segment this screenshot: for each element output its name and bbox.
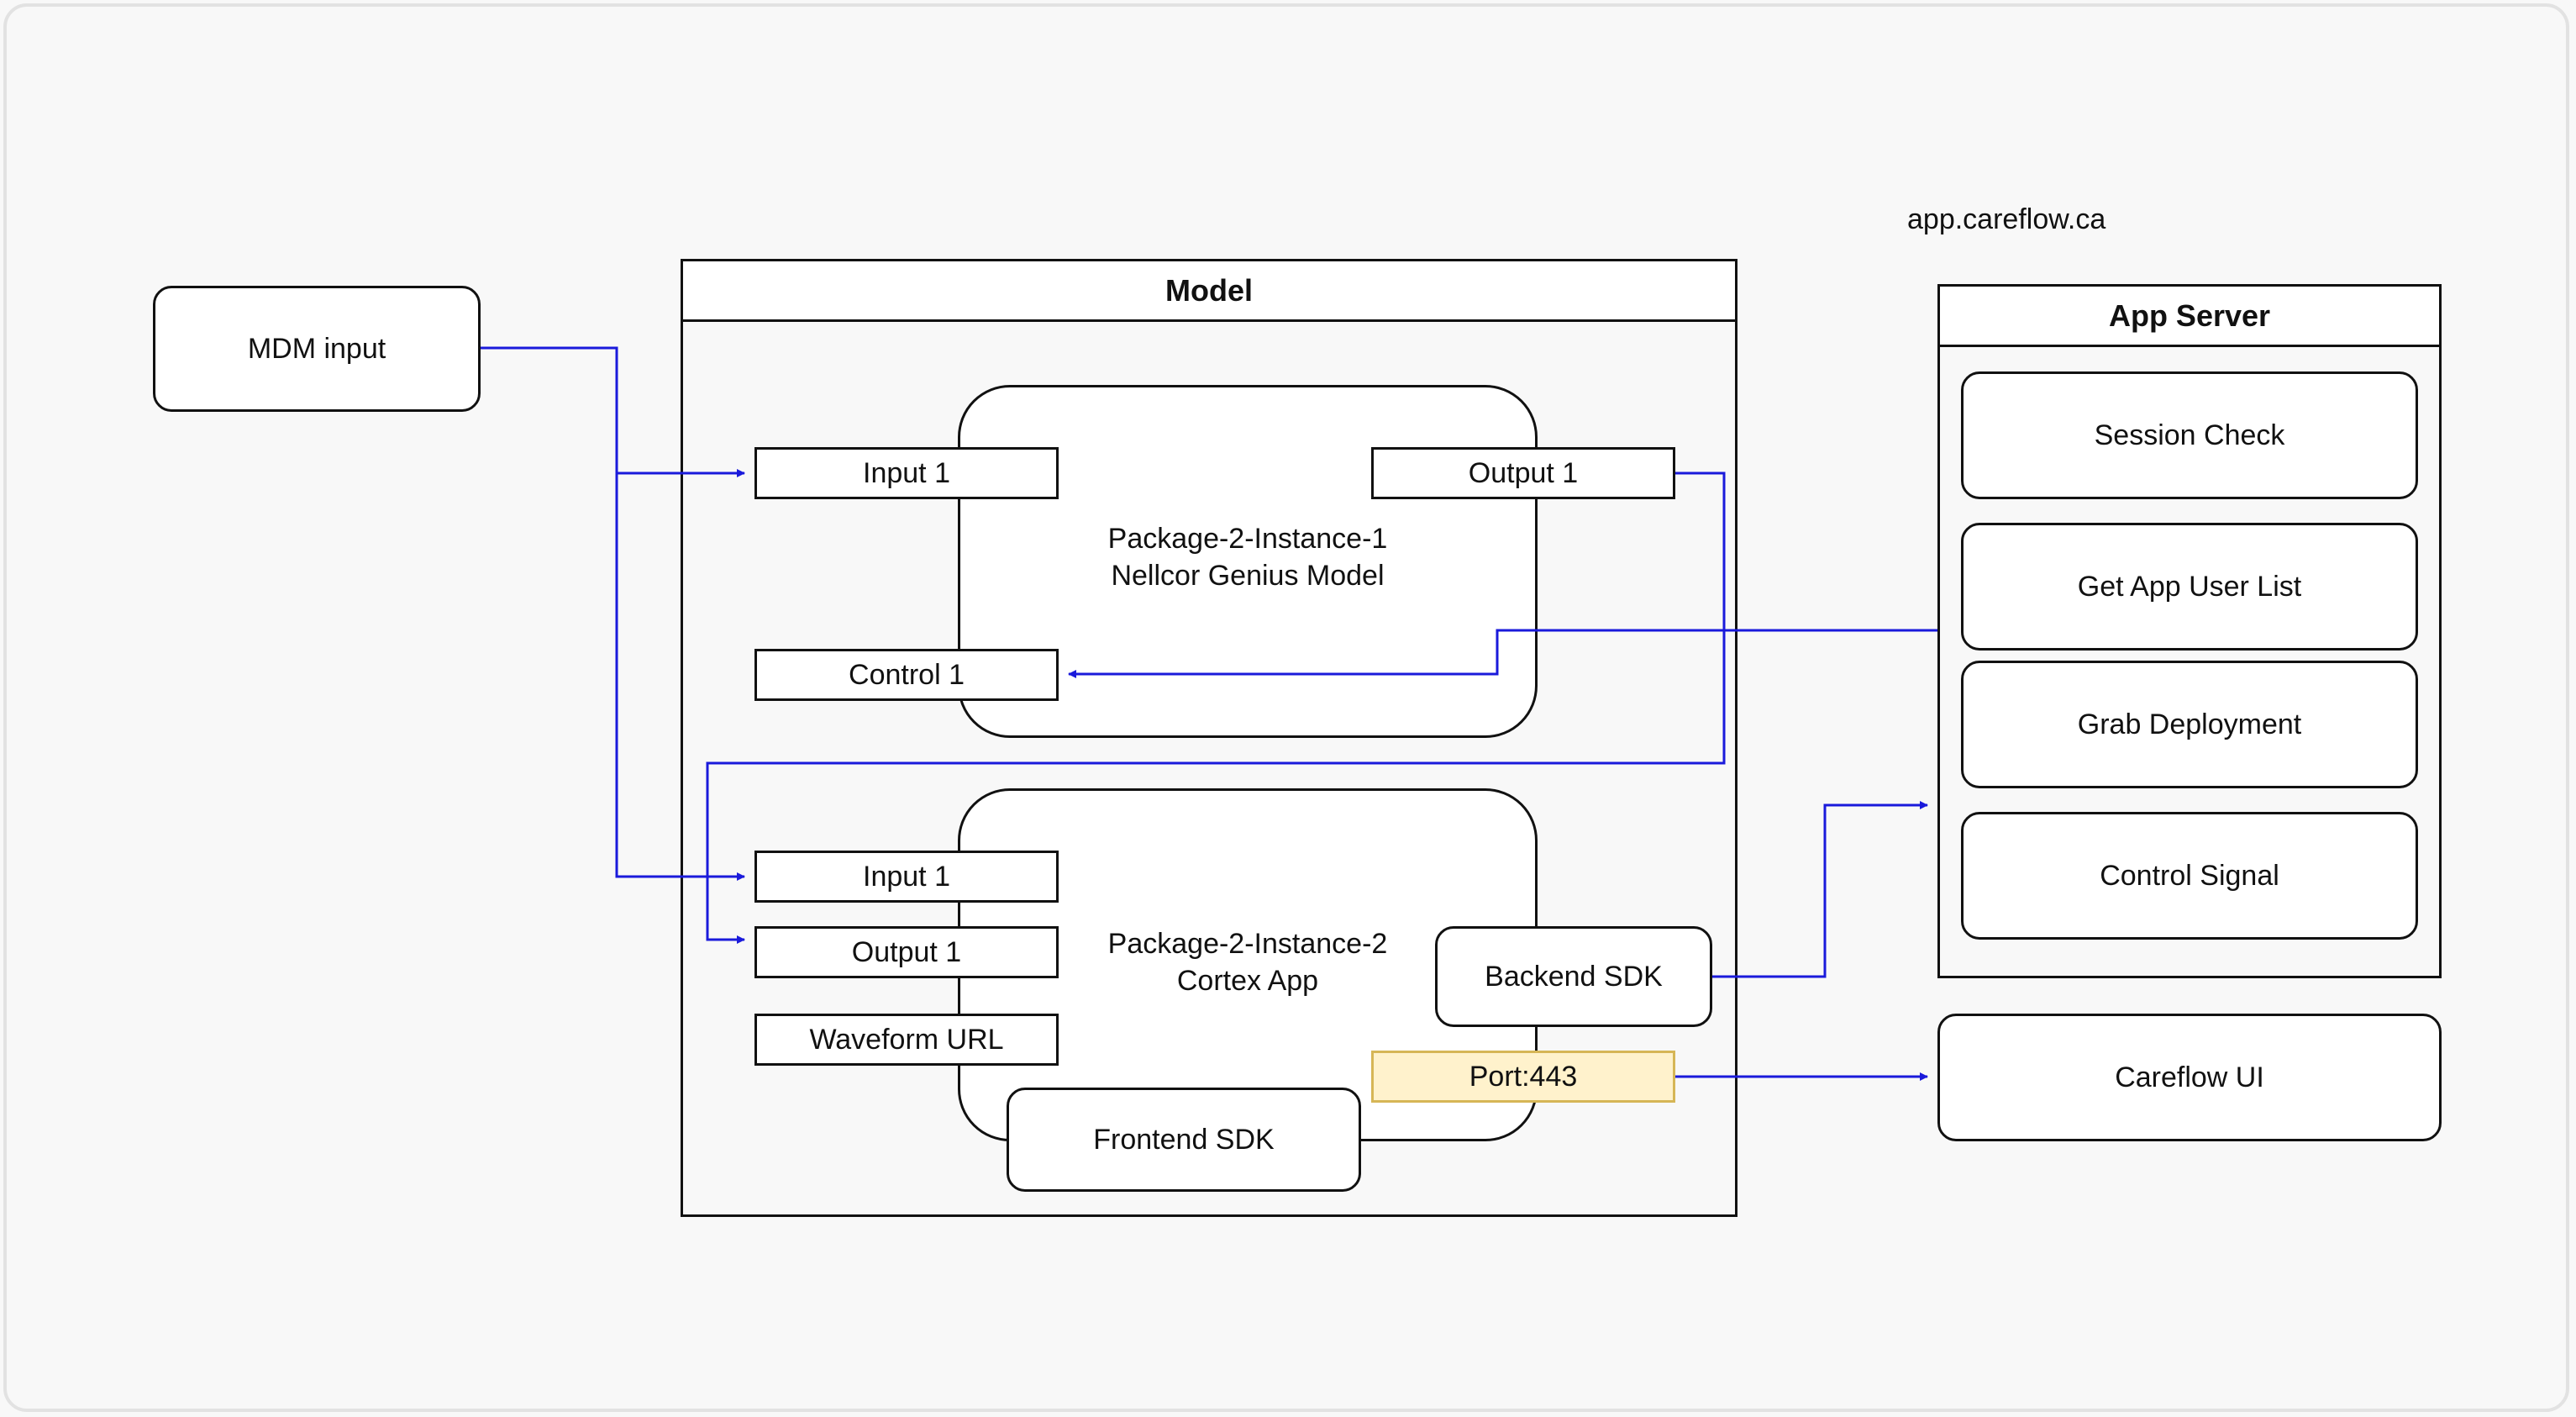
mdm-input-node[interactable]: MDM input: [153, 286, 481, 412]
package1-input-label: Input 1: [863, 457, 950, 489]
package1-name: Package-2-Instance-1: [1107, 523, 1388, 555]
model-title: Model: [683, 261, 1735, 322]
backend-sdk-node[interactable]: Backend SDK: [1435, 926, 1712, 1027]
waveform-url-port[interactable]: Waveform URL: [754, 1014, 1059, 1066]
package1-subtitle: Nellcor Genius Model: [1111, 560, 1385, 592]
grab-deployment-label: Grab Deployment: [2077, 708, 2302, 740]
waveform-url-label: Waveform URL: [809, 1024, 1004, 1056]
package1-output-port[interactable]: Output 1: [1371, 447, 1675, 499]
app-server-title: App Server: [1940, 287, 2439, 347]
package2-input-port[interactable]: Input 1: [754, 851, 1059, 903]
package1-control-port[interactable]: Control 1: [754, 649, 1059, 701]
app-server-container: App Server: [1937, 284, 2442, 978]
package1-input-port[interactable]: Input 1: [754, 447, 1059, 499]
careflow-ui-label: Careflow UI: [2115, 1061, 2264, 1093]
package2-subtitle: Cortex App: [1176, 965, 1319, 997]
frontend-sdk-node[interactable]: Frontend SDK: [1007, 1088, 1361, 1192]
package2-output-port[interactable]: Output 1: [754, 926, 1059, 978]
package2-input-label: Input 1: [863, 861, 950, 893]
get-app-user-list-label: Get App User List: [2077, 571, 2302, 603]
session-check-node[interactable]: Session Check: [1961, 371, 2418, 499]
package1-control-label: Control 1: [849, 659, 965, 691]
control-signal-label: Control Signal: [2100, 860, 2279, 892]
mdm-input-label: MDM input: [247, 333, 386, 365]
grab-deployment-node[interactable]: Grab Deployment: [1961, 661, 2418, 788]
backend-sdk-label: Backend SDK: [1485, 961, 1663, 993]
package1-output-label: Output 1: [1468, 457, 1579, 489]
domain-label: app.careflow.ca: [1907, 203, 2106, 235]
get-app-user-list-node[interactable]: Get App User List: [1961, 523, 2418, 651]
package2-output-label: Output 1: [851, 936, 962, 968]
session-check-label: Session Check: [2094, 419, 2285, 451]
port-443[interactable]: Port:443: [1371, 1051, 1675, 1103]
frontend-sdk-label: Frontend SDK: [1093, 1124, 1275, 1156]
port-443-label: Port:443: [1469, 1061, 1578, 1093]
careflow-ui-node[interactable]: Careflow UI: [1937, 1014, 2442, 1141]
package2-name: Package-2-Instance-2: [1107, 928, 1388, 960]
control-signal-node[interactable]: Control Signal: [1961, 812, 2418, 940]
